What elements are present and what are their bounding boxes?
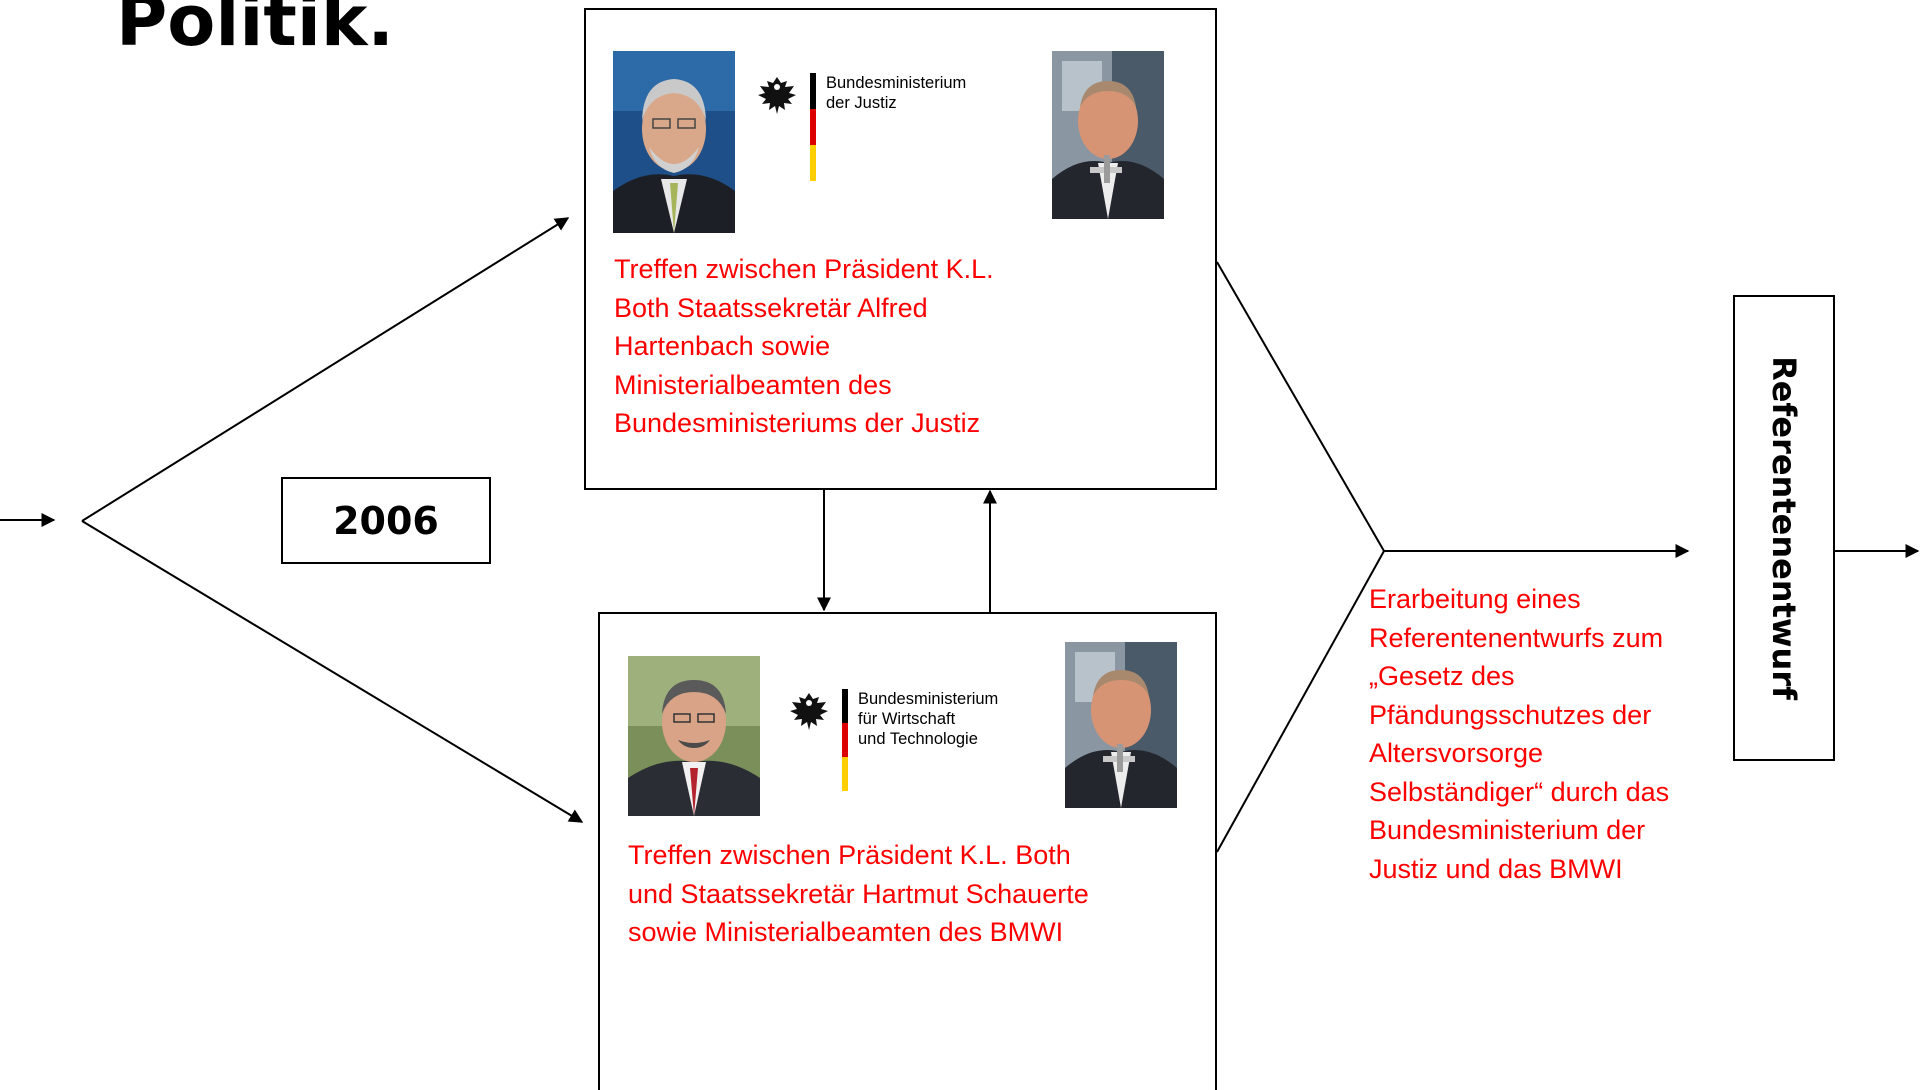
german-flag-bar (810, 73, 816, 181)
branch-line-top (81, 217, 570, 522)
portrait-photo-right (1065, 642, 1177, 808)
ministry-logo-justice: Bundesministerium der Justiz (756, 73, 966, 181)
german-flag-bar (842, 689, 848, 791)
page-title: Politik. (116, 0, 394, 62)
meeting-box-justice: Bundesministerium der Justiz Treffen zwi… (584, 8, 1217, 490)
meeting-box-economy: Bundesministerium für Wirtschaft und Tec… (598, 612, 1217, 1090)
federal-eagle-icon (758, 77, 796, 114)
ministry-logo-economy: Bundesministerium für Wirtschaft und Tec… (788, 689, 998, 791)
branch-line-bottom (81, 520, 584, 823)
referentenentwurf-label: Referentenentwurf (1765, 356, 1803, 700)
year-label: 2006 (333, 498, 439, 543)
portrait-photo-right (1052, 51, 1164, 219)
portrait-photo-left (628, 656, 760, 816)
meeting-description-economy: Treffen zwischen Präsident K.L. Both und… (628, 840, 1089, 947)
merge-line-top (1216, 261, 1385, 552)
ministry-name-justice: Bundesministerium der Justiz (826, 74, 967, 112)
merge-line-bottom (1216, 550, 1385, 853)
result-description: Erarbeitung eines Referentenentwurfs zum… (1369, 584, 1670, 884)
ministry-name-economy: Bundesministerium für Wirtschaft und Tec… (858, 690, 999, 748)
referentenentwurf-box: Referentenentwurf (1733, 295, 1835, 761)
meeting-description-justice: Treffen zwischen Präsident K.L. Both Sta… (614, 254, 994, 438)
year-box: 2006 (281, 477, 491, 564)
federal-eagle-icon (790, 693, 828, 730)
portrait-photo-left (613, 51, 735, 233)
